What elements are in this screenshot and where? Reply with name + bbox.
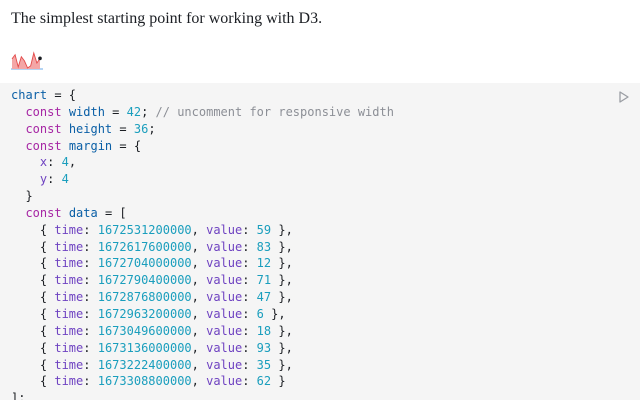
value-key: value (206, 306, 243, 321)
time-key: time (54, 340, 84, 355)
width-identifier: width (68, 104, 105, 119)
sparkline-marks (11, 51, 42, 69)
margin-y-key: y (39, 172, 48, 187)
keyword-const: const (25, 205, 62, 220)
chart-variable: chart (11, 88, 48, 102)
punctuation: = [ (97, 205, 127, 220)
value-value: 35 (256, 357, 272, 372)
time-key: time (54, 222, 84, 237)
value-value: 83 (256, 239, 272, 254)
keyword-const: const (25, 104, 62, 119)
time-value: 1672876800000 (97, 290, 192, 305)
time-key: time (54, 306, 84, 321)
time-value: 1673136000000 (97, 340, 192, 355)
code-line-data-row: { time: 1673049600000, value: 18 }, (11, 323, 293, 338)
value-key: value (206, 340, 243, 355)
time-key: time (54, 357, 84, 372)
keyword-const: const (25, 121, 62, 136)
code-line: const data = [ (11, 205, 394, 222)
code-line-data-row: { time: 1673308800000, value: 62 } (11, 374, 286, 389)
sparkline-last-point (38, 56, 42, 61)
value-value: 93 (256, 340, 272, 355)
value-key: value (206, 273, 243, 288)
time-key: time (54, 239, 84, 254)
punctuation: = { (47, 88, 77, 102)
value-value: 18 (256, 323, 272, 338)
punctuation: ]; (11, 391, 26, 400)
width-comment: // uncomment for responsive width (155, 104, 394, 119)
margin-identifier: margin (68, 138, 113, 153)
value-value: 62 (256, 374, 272, 389)
time-key: time (54, 290, 84, 305)
code-line: chart = { (11, 87, 394, 104)
code-line: x: 4, (39, 155, 77, 170)
value-value: 71 (256, 273, 272, 288)
code-line-data-row: { time: 1672704000000, value: 12 }, (11, 256, 293, 271)
value-value: 12 (256, 256, 272, 271)
time-value: 1673222400000 (97, 357, 192, 372)
code-line: const margin = { (25, 138, 142, 153)
time-key: time (54, 374, 84, 389)
code-line-data-row: { time: 1672963200000, value: 6 }, (11, 306, 286, 321)
value-key: value (206, 239, 243, 254)
value-key: value (206, 357, 243, 372)
data-identifier: data (68, 205, 98, 220)
code-line: const width = 42; // uncomment for respo… (25, 104, 394, 119)
value-key: value (206, 323, 243, 338)
keyword-const: const (25, 138, 62, 153)
height-value: 36 (133, 121, 149, 136)
time-value: 1672963200000 (97, 306, 192, 321)
sparkline-svg (11, 51, 43, 70)
code-line-data-row: { time: 1672790400000, value: 71 }, (11, 273, 293, 288)
value-key: value (206, 222, 243, 237)
code-line-data-row: { time: 1672876800000, value: 47 }, (11, 290, 293, 305)
width-value: 42 (126, 104, 142, 119)
value-key: value (206, 290, 243, 305)
play-icon (619, 91, 629, 103)
code-line: const height = 36; (25, 121, 156, 136)
time-value: 1673049600000 (97, 323, 192, 338)
code-line-data-row: { time: 1672617600000, value: 83 }, (11, 239, 293, 254)
code-line: y: 4 (39, 172, 69, 187)
punctuation: } (25, 189, 33, 204)
code-line-data-row: { time: 1673136000000, value: 93 }, (11, 340, 293, 355)
time-value: 1673308800000 (97, 374, 192, 389)
sparkline-area (12, 53, 40, 69)
time-key: time (54, 256, 84, 271)
code-line: } (11, 188, 394, 205)
value-value: 6 (256, 306, 264, 321)
code-editor[interactable]: chart = { const width = 42; // uncomment… (11, 87, 394, 400)
time-value: 1672790400000 (97, 273, 192, 288)
sparkline-chart (11, 50, 43, 74)
sparkline-line (11, 51, 41, 69)
code-line-data-row: { time: 1672531200000, value: 59 }, (11, 222, 293, 237)
time-value: 1672531200000 (97, 222, 192, 237)
value-value: 59 (256, 222, 272, 237)
height-identifier: height (68, 121, 113, 136)
intro-text: The simplest starting point for working … (11, 10, 323, 27)
margin-x-value: 4 (61, 155, 69, 170)
value-key: value (206, 256, 243, 271)
code-line: ]; (11, 390, 394, 400)
margin-y-value: 4 (61, 172, 69, 187)
time-key: time (54, 323, 84, 338)
value-value: 47 (256, 290, 272, 305)
code-line-data-row: { time: 1673222400000, value: 35 }, (11, 357, 293, 372)
margin-x-key: x (39, 155, 48, 170)
time-value: 1672617600000 (97, 239, 192, 254)
time-key: time (54, 273, 84, 288)
time-value: 1672704000000 (97, 256, 192, 271)
value-key: value (206, 374, 243, 389)
run-button[interactable] (617, 90, 631, 104)
code-cell[interactable]: chart = { const width = 42; // uncomment… (0, 83, 640, 400)
